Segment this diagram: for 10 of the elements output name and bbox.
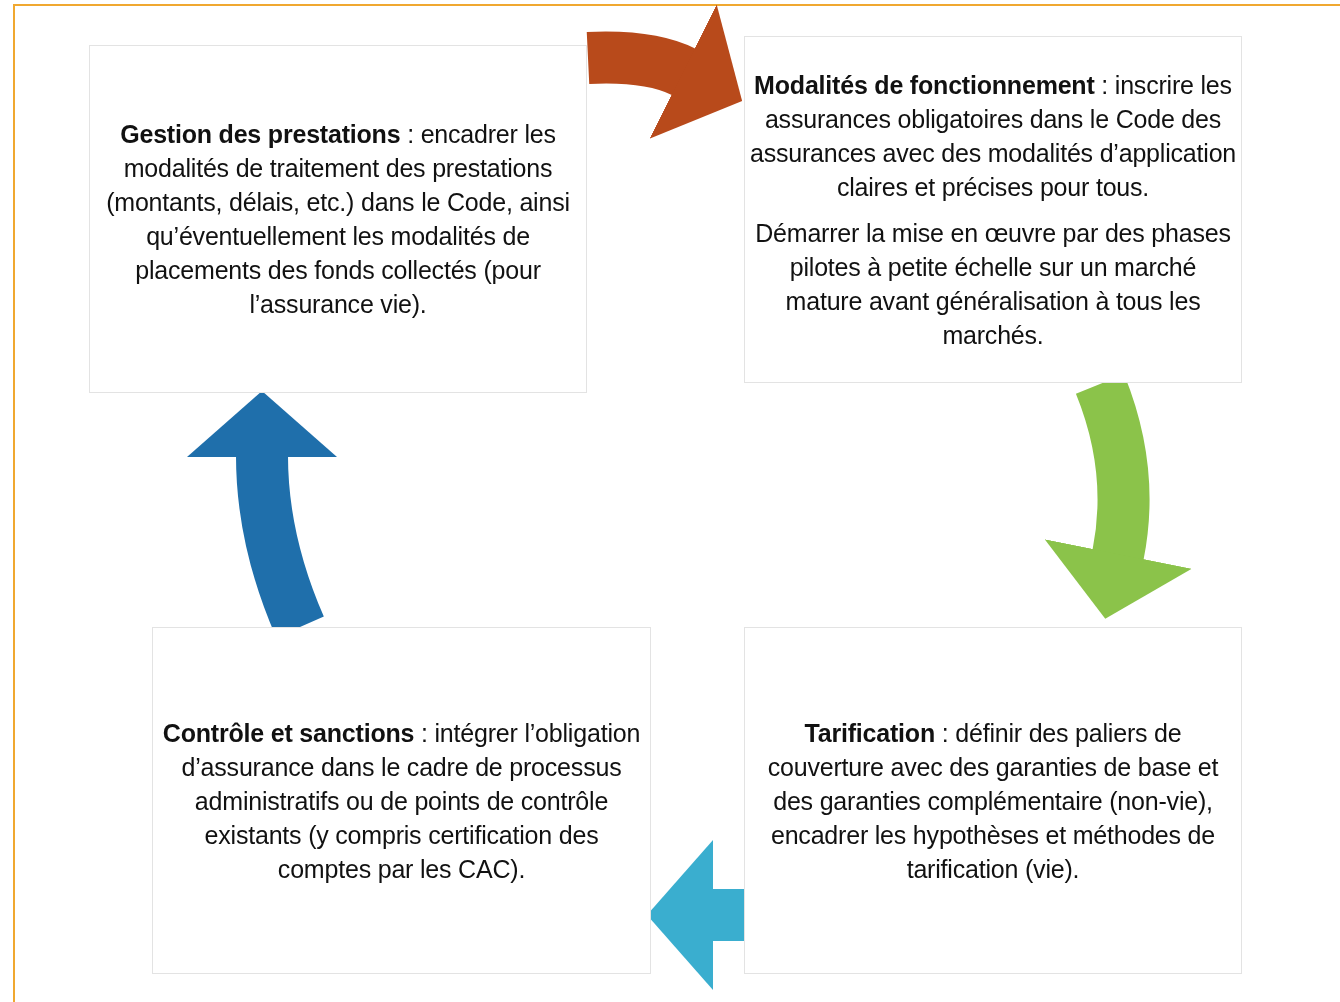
text-box [744, 627, 1242, 974]
text-box [89, 45, 587, 393]
paragraph: Modalités de fonctionnement : inscrire les assurances obligatoires dans le Code des assurances avec des modalités d’application claires et précises pour tous. [749, 69, 1237, 203]
text-box [744, 36, 1242, 383]
paragraph: Gestion des prestations : encadrer les modalités de traitement des prestations (montants, délais, etc.) dans le Code, ainsi qu’éventuellement les modalités de placements des fonds collectés (pour l’assurance vie). [105, 119, 571, 320]
paragraph: Démarrer la mise en œuvre par des phases pilotes à petite échelle sur un marché mature avant généralisation à tous les marchés. [754, 217, 1232, 351]
paragraph: Contrôle et sanctions : intégrer l’obligation d’assurance dans le cadre de processus administratifs ou de points de contrôle existants (y compris certification des comptes par les CAC). [161, 717, 642, 885]
block-arrow [587, 3, 744, 140]
paragraph: Tarification : définir des paliers de couverture avec des garanties de base et des garanties complémentaire (non-vie), encadrer les hypothèses et méthodes de tarification (vie). [766, 717, 1220, 885]
text-box [152, 627, 651, 974]
